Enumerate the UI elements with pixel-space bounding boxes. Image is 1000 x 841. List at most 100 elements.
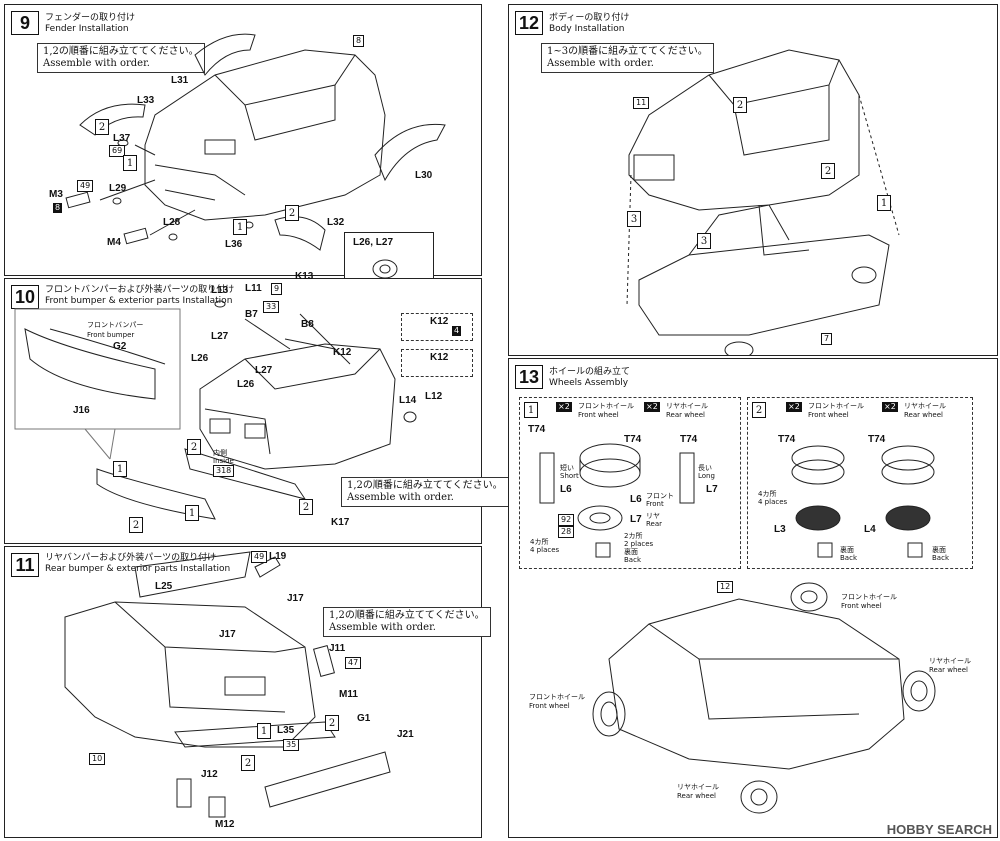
rear-jp: リヤ bbox=[646, 512, 660, 520]
asm-front-wheel-jp: フロントホイール bbox=[841, 593, 897, 601]
title-jp: リヤバンパーおよび外装パーツの取り付け bbox=[45, 553, 217, 563]
part-J21: J21 bbox=[397, 729, 414, 740]
step-title: フロントバンパーおよび外装パーツの取り付け Front bumper & ext… bbox=[45, 285, 234, 307]
part-L35: L35 bbox=[277, 725, 295, 736]
ref-part-9: 9 bbox=[271, 283, 283, 295]
order-2: 2 bbox=[733, 97, 747, 113]
order-2b: 2 bbox=[241, 755, 255, 771]
part-L27-b: L27 bbox=[255, 365, 273, 376]
order-2b: 2 bbox=[129, 517, 143, 533]
title-jp: ホイールの組み立て bbox=[549, 367, 631, 377]
step-title: リヤバンパーおよび外装パーツの取り付け Rear bumper & exteri… bbox=[45, 553, 230, 575]
asm-rear-wheel-en-2: Rear wheel bbox=[677, 792, 716, 800]
back-en: Back bbox=[840, 554, 857, 562]
title-en: Body Installation bbox=[549, 24, 625, 34]
wheel-box-2: 2 ×2 フロントホイール Front wheel ×2 リヤホイール Rear… bbox=[747, 397, 973, 569]
qty-rear: ×2 bbox=[644, 402, 660, 412]
step-11-panel: 11 リヤバンパーおよび外装パーツの取り付け Rear bumper & ext… bbox=[4, 546, 491, 838]
part-J17-a: J17 bbox=[287, 593, 304, 604]
step-title: フェンダーの取り付け Fender Installation bbox=[45, 13, 135, 35]
part-L7-b: L7 bbox=[630, 514, 642, 525]
order-1: 1 bbox=[257, 723, 271, 739]
qty-rear: ×2 bbox=[882, 402, 898, 412]
part-K17: K17 bbox=[331, 517, 350, 528]
asm-rear-wheel-en: Rear wheel bbox=[929, 666, 968, 674]
color-8: 8 bbox=[53, 203, 63, 213]
back-en-2: Back bbox=[932, 554, 949, 562]
asm-rear-wheel-jp-2: リヤホイール bbox=[677, 783, 719, 791]
part-L27-a: L27 bbox=[211, 331, 229, 342]
note-en: Assemble with order. bbox=[329, 622, 436, 633]
order-2: 2 bbox=[95, 119, 109, 135]
order-2: 2 bbox=[325, 715, 339, 731]
order-2c: 2 bbox=[299, 499, 313, 515]
part-L14: L14 bbox=[399, 395, 417, 406]
wheel-box-1: 1 ×2 フロントホイール Front wheel ×2 リヤホイール Rear… bbox=[519, 397, 741, 569]
assembly-note: 1~3の順番に組み立ててください。 Assemble with order. bbox=[541, 43, 714, 73]
asm-rear-wheel-jp: リヤホイール bbox=[929, 657, 971, 665]
step-number: 9 bbox=[11, 11, 39, 35]
part-J11: J11 bbox=[329, 643, 346, 654]
rear-wheel-jp: リヤホイール bbox=[904, 402, 946, 410]
part-L26-L27: L26, L27 bbox=[353, 237, 394, 248]
rear-wheel-en: Rear wheel bbox=[904, 411, 943, 419]
inside-en: Inside bbox=[213, 457, 234, 465]
order-1: 1 bbox=[123, 155, 137, 171]
order-2: 2 bbox=[752, 402, 766, 418]
order-2: 2 bbox=[187, 439, 201, 455]
color-33: 33 bbox=[263, 301, 280, 313]
note-jp: 1,2の順番に組み立ててください。 bbox=[43, 46, 199, 57]
title-en: Fender Installation bbox=[45, 24, 129, 34]
part-L7-a: L7 bbox=[706, 484, 718, 495]
color-4: 4 bbox=[452, 326, 462, 336]
places-en: 4 places bbox=[530, 546, 560, 554]
part-J17-b: J17 bbox=[219, 629, 236, 640]
part-L31: L31 bbox=[171, 75, 189, 86]
note-jp: 1,2の順番に組み立ててください。 bbox=[329, 610, 485, 621]
order-1: 1 bbox=[113, 461, 127, 477]
part-L13: L13 bbox=[211, 285, 229, 296]
front-bumper-jp: フロントバンパー bbox=[87, 321, 144, 329]
part-L6-b: L6 bbox=[630, 494, 642, 505]
ref-part-7: 7 bbox=[821, 333, 833, 345]
color-49: 49 bbox=[77, 180, 94, 192]
inside-jp: 内側 bbox=[213, 449, 227, 457]
part-K13: K13 bbox=[295, 271, 314, 282]
order-3: 3 bbox=[627, 211, 641, 227]
body-install-drawing bbox=[626, 49, 900, 355]
title-jp: フェンダーの取り付け bbox=[45, 13, 136, 23]
front-en: Front bbox=[646, 500, 664, 508]
asm-front-wheel-jp-2: フロントホイール bbox=[529, 693, 585, 701]
step-9-panel: 9 フェンダーの取り付け Fender Installation 1,2の順番に… bbox=[4, 4, 482, 276]
part-L3: L3 bbox=[774, 524, 786, 535]
ref-part-11: 11 bbox=[633, 97, 650, 109]
step-number: 12 bbox=[515, 11, 543, 35]
front-wheel-jp: フロントホイール bbox=[578, 402, 634, 410]
assembly-note: 1,2の順番に組み立ててください。 Assemble with order. bbox=[37, 43, 205, 73]
title-jp: フロントバンパーおよび外装パーツの取り付け bbox=[45, 285, 235, 295]
part-T74-b: T74 bbox=[624, 434, 642, 445]
note-jp: 1,2の順番に組み立ててください。 bbox=[347, 480, 503, 491]
qty-front: ×2 bbox=[556, 402, 572, 412]
front-wheel-en: Front wheel bbox=[808, 411, 849, 419]
part-B8: B8 bbox=[301, 319, 314, 330]
part-L6-a: L6 bbox=[560, 484, 572, 495]
inset-K12-1: K12 bbox=[401, 349, 473, 377]
part-L37: L37 bbox=[113, 133, 131, 144]
step-number: 13 bbox=[515, 365, 543, 389]
part-L25: L25 bbox=[155, 581, 173, 592]
rear-bumper-drawing bbox=[64, 551, 391, 818]
step-10-panel: 10 フロントバンパーおよび外装パーツの取り付け Front bumper & … bbox=[4, 271, 509, 544]
part-T74-d: T74 bbox=[778, 434, 796, 445]
places-en: 4 places bbox=[758, 498, 788, 506]
asm-front-wheel-en-2: Front wheel bbox=[529, 702, 570, 710]
front-wheel-en: Front wheel bbox=[578, 411, 619, 419]
part-L29: L29 bbox=[109, 183, 127, 194]
order-1: 1 bbox=[877, 195, 891, 211]
note-en: Assemble with order. bbox=[43, 58, 150, 69]
step-number: 11 bbox=[11, 553, 39, 577]
ref-part-10: 10 bbox=[89, 753, 106, 765]
places2-en: 2 places bbox=[624, 540, 654, 548]
places-jp: 4カ所 bbox=[758, 490, 777, 498]
short-jp: 短い bbox=[560, 464, 574, 472]
